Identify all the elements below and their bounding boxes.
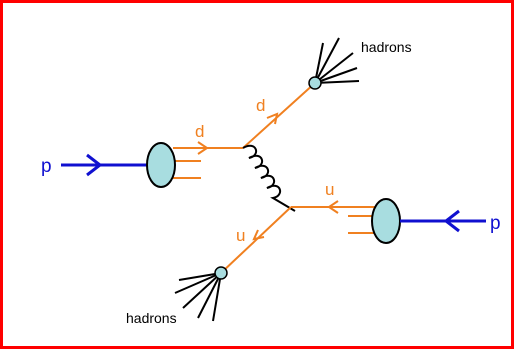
- quark-d-in: [173, 141, 243, 155]
- proton-right: [400, 209, 486, 233]
- hadrons-top-vertex: [308, 76, 322, 90]
- hadrons-bottom-vertex: [214, 266, 228, 280]
- quark-u-in: [291, 200, 375, 214]
- quark-u-out: [220, 206, 292, 274]
- hadrons-top-jet: [308, 37, 360, 90]
- label-hadrons-bottom: hadrons: [126, 310, 177, 326]
- hadrons-bottom-jet: [174, 266, 228, 322]
- label-proton-right: p: [490, 213, 501, 234]
- feynman-diagram: p p d d u u hadrons hadrons: [41, 37, 501, 326]
- label-quark-d-in: d: [195, 122, 204, 141]
- label-quark-u-out: u: [236, 226, 245, 245]
- proton-right-blob: [371, 198, 401, 244]
- label-hadrons-top: hadrons: [361, 39, 412, 55]
- gluon-line: [242, 144, 296, 212]
- proton-left: [61, 153, 151, 177]
- quark-d-out: [242, 82, 316, 149]
- label-proton-left: p: [41, 156, 52, 177]
- label-quark-u-in: u: [325, 180, 334, 199]
- label-quark-d-out: d: [256, 96, 265, 115]
- left-spectator-quarks: [171, 160, 201, 179]
- proton-left-blob: [146, 142, 176, 188]
